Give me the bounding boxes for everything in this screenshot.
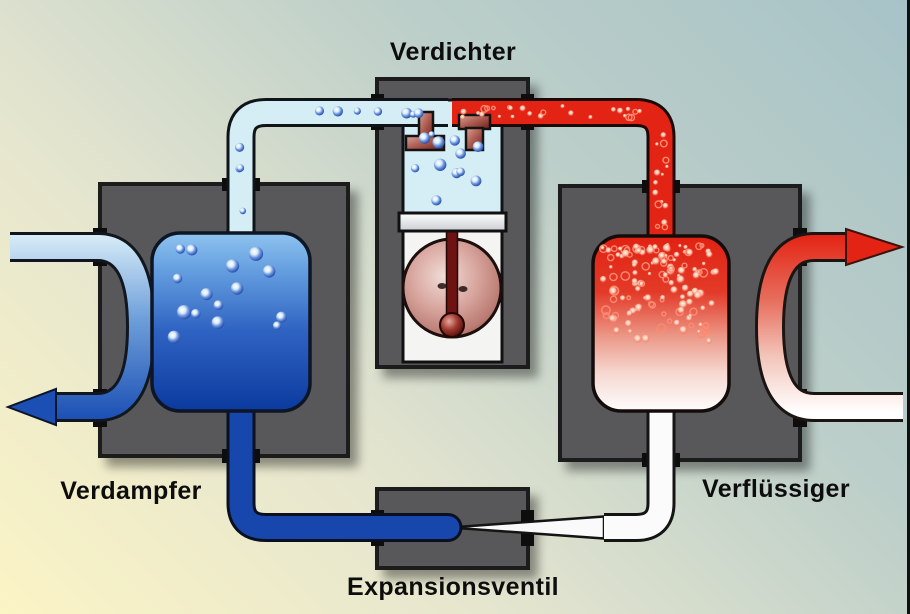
compressor-mechanism	[397, 211, 508, 364]
suction-pipe	[226, 98, 448, 250]
expansion-valve-label: Expansionsventil	[346, 573, 560, 601]
condenser-label: Verflüssiger	[702, 475, 850, 503]
evaporator-label: Verdampfer	[60, 477, 202, 505]
heat-source-arrow	[5, 232, 157, 427]
condenser-bubbles	[599, 242, 720, 344]
suction-pipe-bubbles	[235, 106, 424, 215]
piston	[397, 211, 508, 233]
heat-output-arrow	[754, 227, 906, 422]
image-right-edge	[907, 0, 910, 614]
warm-liquid-pipe	[449, 402, 676, 542]
evaporator-bubbles	[167, 244, 287, 344]
cold-liquid-pipe	[226, 385, 463, 542]
heat-output-arrowhead	[845, 227, 906, 267]
crank-mark-right	[458, 286, 468, 292]
cylinder-bubbles	[410, 131, 484, 206]
heat-source-arrowhead	[5, 387, 57, 427]
crank-pin	[439, 312, 465, 338]
discharge-pipe-bubbles	[460, 104, 670, 231]
compressor-label: Verdichter	[389, 38, 517, 66]
connecting-rod	[445, 221, 459, 323]
evaporator-tank	[150, 231, 312, 413]
discharge-pipe	[452, 98, 676, 248]
crank-mark-left	[437, 283, 447, 289]
